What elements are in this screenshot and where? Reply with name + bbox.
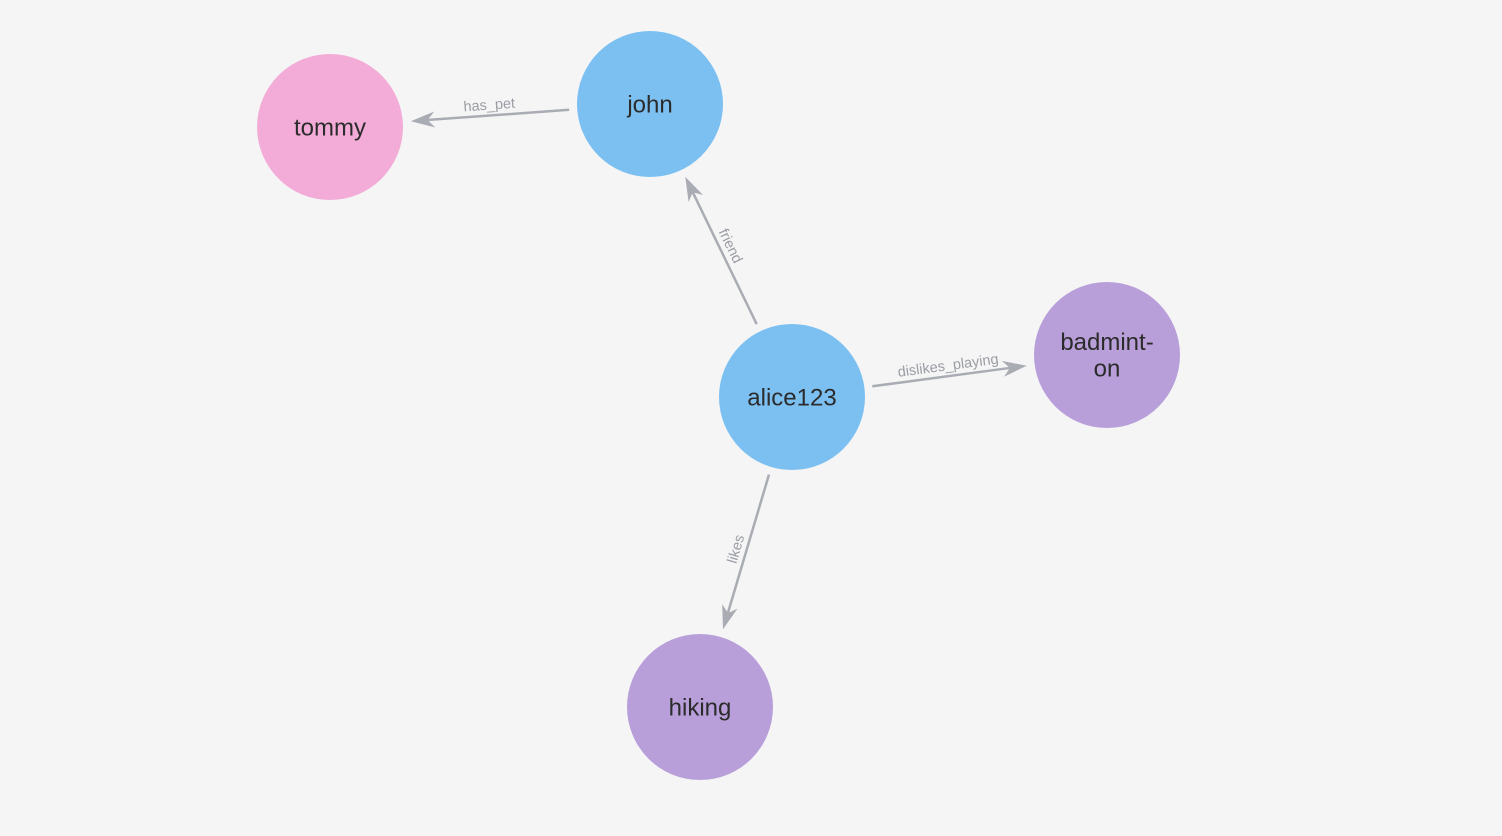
edge-arrowhead-icon xyxy=(722,604,738,630)
graph-node-tommy[interactable]: tommy xyxy=(257,54,403,200)
edge-line xyxy=(726,474,771,615)
graph-node-hiking[interactable]: hiking xyxy=(627,634,773,780)
edge-line xyxy=(691,190,758,325)
edge-line xyxy=(872,366,1012,388)
node-circle xyxy=(719,324,865,470)
node-circle xyxy=(577,31,723,177)
node-circle xyxy=(257,54,403,200)
graph-edge-has_pet[interactable]: has_pet xyxy=(410,96,570,128)
node-label: alice123 xyxy=(747,384,836,411)
node-label-line: badmint- xyxy=(1060,329,1153,356)
node-label-line: alice123 xyxy=(747,384,836,411)
graph-edge-likes[interactable]: likes xyxy=(722,474,771,630)
edge-label: has_pet xyxy=(463,96,516,116)
graph-node-john[interactable]: john xyxy=(577,31,723,177)
node-label: badmint-on xyxy=(1060,329,1153,382)
node-label: john xyxy=(626,91,672,118)
graph-edge-friend[interactable]: friend xyxy=(685,176,758,325)
edge-label: likes xyxy=(725,533,749,565)
node-label: hiking xyxy=(669,694,732,721)
graph-node-alice123[interactable]: alice123 xyxy=(719,324,865,470)
node-label-line: tommy xyxy=(294,114,366,141)
graph-edge-dislikes_playing[interactable]: dislikes_playing xyxy=(872,352,1027,388)
graph-node-badminton[interactable]: badmint-on xyxy=(1034,282,1180,428)
node-circle xyxy=(1034,282,1180,428)
node-circle xyxy=(627,634,773,780)
node-label: tommy xyxy=(294,114,366,141)
edge-arrowhead-icon xyxy=(410,111,436,128)
edge-arrowhead-icon xyxy=(1001,360,1027,377)
edge-line xyxy=(426,108,570,122)
node-label-line: hiking xyxy=(669,694,732,721)
node-label-line: john xyxy=(626,91,672,118)
node-label-line: on xyxy=(1094,356,1121,383)
edge-arrowhead-icon xyxy=(685,176,703,202)
